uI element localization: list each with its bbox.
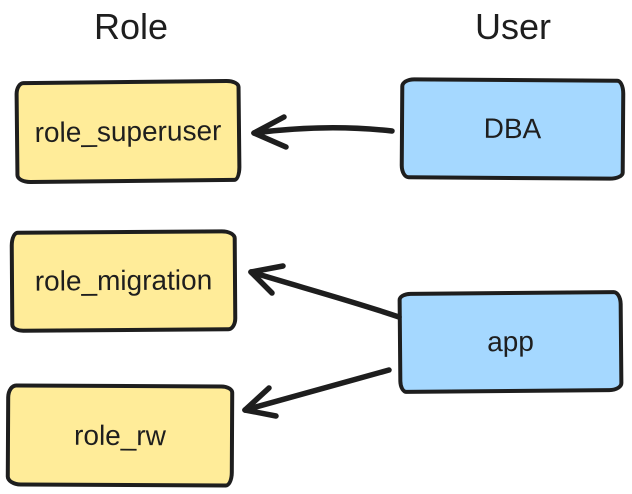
- role-box-label: role_rw: [74, 419, 166, 451]
- role-column-title: Role: [93, 6, 169, 47]
- arrow-app-to-role-migration: [248, 263, 402, 320]
- role-box-role-superuser: role_superuser: [14, 78, 242, 185]
- user-column-title: User: [474, 6, 551, 47]
- arrow-dba-to-role-superuser: [251, 114, 395, 150]
- role-box-label: role_migration: [34, 264, 213, 297]
- role-box-label: role_superuser: [34, 114, 222, 148]
- role-box-role-migration: role_migration: [9, 229, 238, 333]
- user-box-label: app: [487, 325, 534, 358]
- arrow-app-to-role-rw: [242, 367, 392, 419]
- role-box-role-rw: role_rw: [5, 383, 235, 488]
- user-box-app: app: [397, 290, 624, 394]
- user-box-label: DBA: [483, 112, 542, 145]
- user-box-dba: DBA: [399, 77, 626, 181]
